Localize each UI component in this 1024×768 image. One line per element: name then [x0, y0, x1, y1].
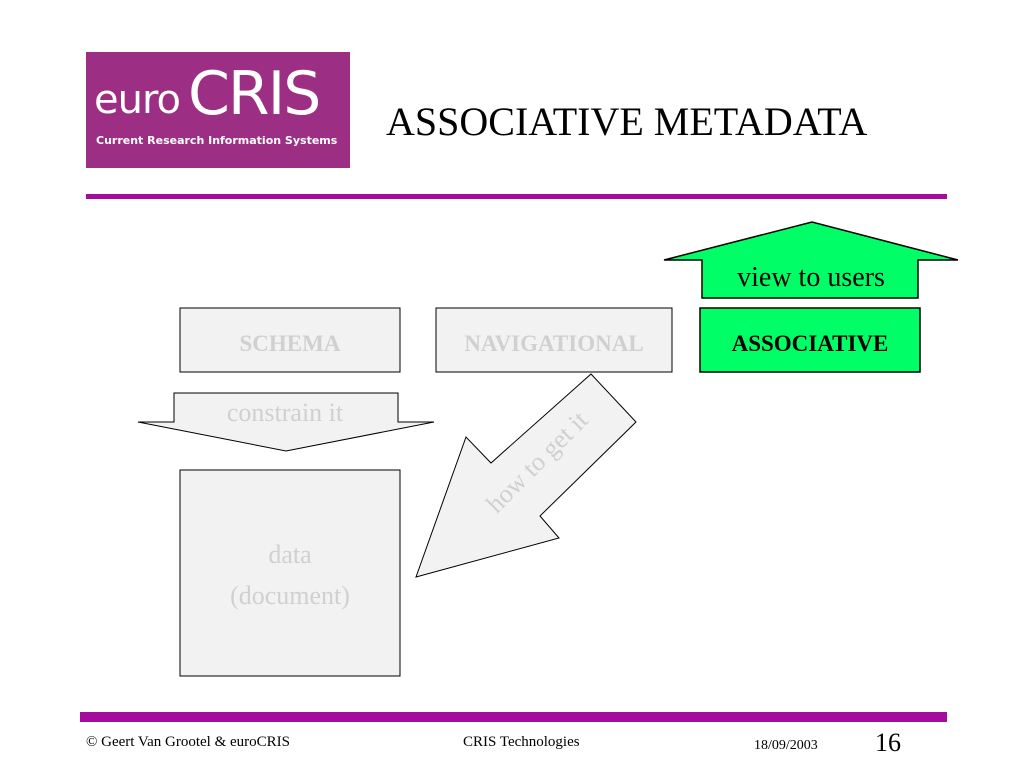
footer-presentation-title: CRIS Technologies: [463, 734, 580, 750]
data-label: data: [268, 540, 312, 569]
logo-subtitle: Current Research Information Systems: [96, 134, 338, 147]
associative-box: [699, 307, 921, 373]
schema-label: SCHEMA: [240, 331, 341, 356]
footer-page-number: 16: [875, 728, 901, 757]
constrain-it-label: constrain it: [227, 398, 344, 427]
data-document-box: [179, 469, 401, 677]
slide-title: ASSOCIATIVE METADATA: [386, 99, 868, 144]
navigational-box: [435, 307, 673, 373]
top-divider: [86, 194, 947, 199]
logo-euro-text: euro: [94, 77, 181, 123]
constrain-it-arrow: [137, 392, 435, 452]
footer-copyright: © Geert Van Grootel & euroCRIS: [86, 734, 291, 750]
how-to-get-it-arrow: [415, 373, 637, 578]
logo-cris-text: CRIS: [188, 59, 321, 129]
associative-label: ASSOCIATIVE: [732, 331, 889, 356]
document-label: (document): [230, 581, 350, 610]
footer-date: 18/09/2003: [754, 738, 818, 753]
schema-box: [179, 307, 401, 373]
view-to-users-label: view to users: [737, 262, 885, 293]
bottom-divider: [80, 712, 947, 722]
navigational-label: NAVIGATIONAL: [464, 331, 643, 356]
view-to-users-arrow: [663, 221, 959, 299]
eurocris-logo: euro CRIS Current Research Information S…: [86, 52, 350, 168]
